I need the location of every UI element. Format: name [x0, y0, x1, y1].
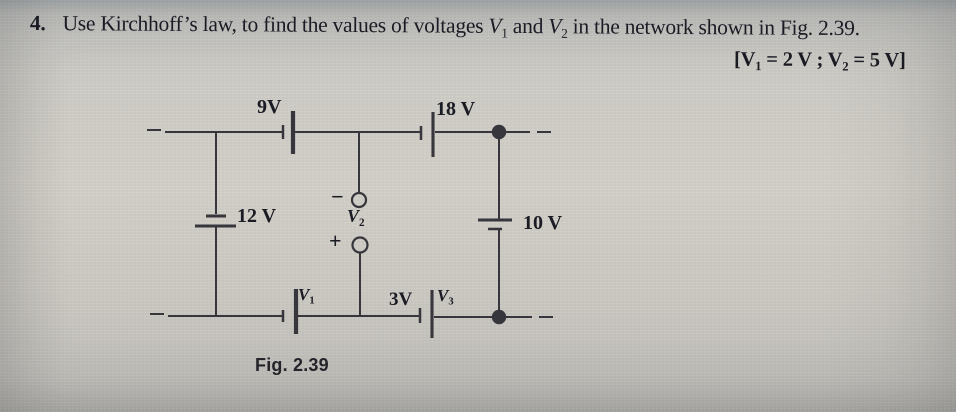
v1-label-subscript: 1 — [309, 295, 315, 307]
battery-9v-label: 9V — [257, 96, 282, 118]
v2-minus-sign: − — [331, 184, 344, 209]
junction-node-top-right — [491, 124, 507, 140]
battery-12v-label: 12 V — [237, 205, 277, 227]
v2-plus-sign: + — [329, 228, 342, 253]
v2-label-symbol: V — [347, 206, 360, 226]
v3-label-subscript: 3 — [448, 296, 454, 308]
battery-10v-label: 10 V — [523, 212, 563, 234]
battery-3v-label: 3V — [389, 289, 413, 310]
v2-terminal-positive — [351, 236, 369, 254]
figure-caption: Fig. 2.39 — [255, 355, 329, 375]
battery-18v-label: 18 V — [436, 98, 476, 120]
v1-label: V1 — [298, 285, 315, 307]
v1-label-symbol: V — [298, 285, 310, 304]
v2-label-subscript: 2 — [359, 216, 365, 229]
v2-label: V2 — [347, 206, 365, 229]
v3-label: V3 — [437, 286, 454, 308]
v2-terminal-negative — [350, 191, 368, 209]
v3-label-symbol: V — [437, 286, 449, 305]
